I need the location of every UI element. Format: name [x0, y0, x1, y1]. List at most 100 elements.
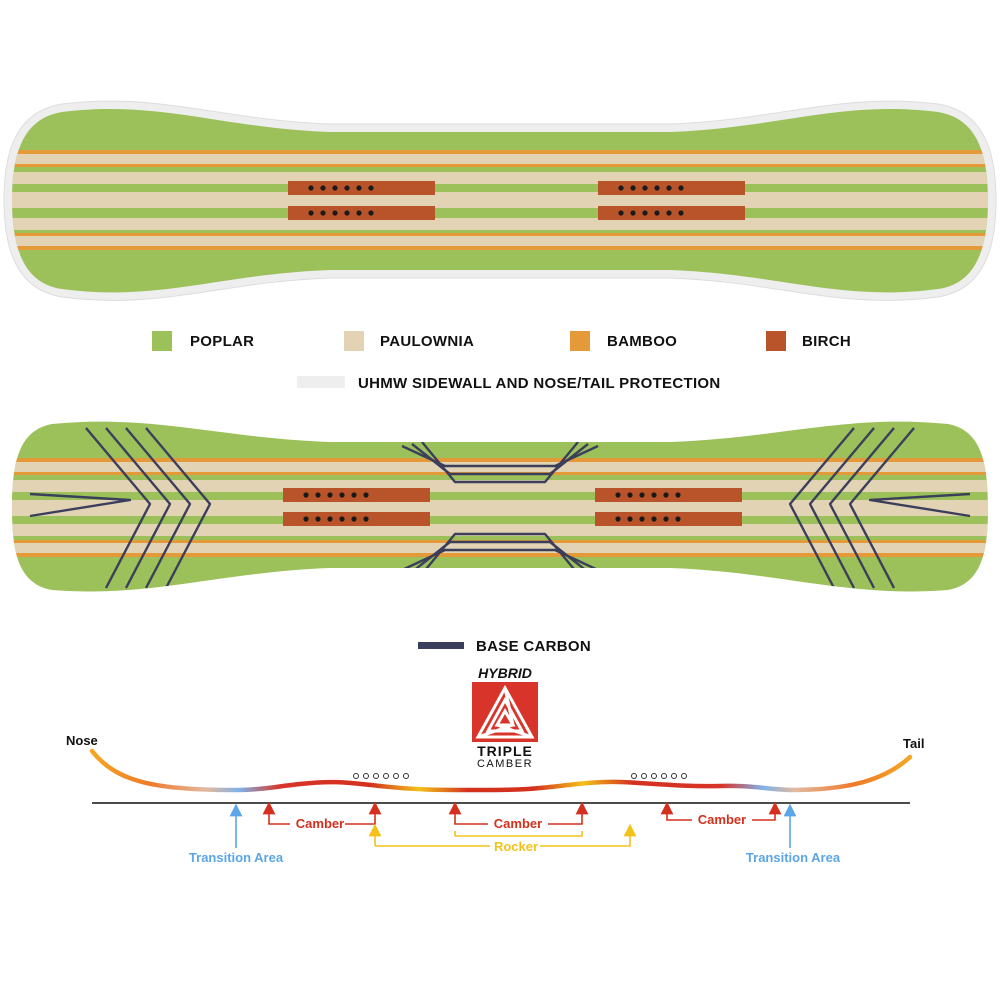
paulownia-stringer — [12, 192, 988, 208]
insert-hole — [344, 210, 350, 216]
insert-hole — [671, 773, 677, 779]
insert-hole — [320, 210, 326, 216]
paulownia-stringer — [12, 218, 988, 230]
insert-hole — [339, 516, 345, 522]
insert-hole — [663, 492, 669, 498]
paulownia-stringer — [12, 154, 988, 164]
insert-hole — [308, 210, 314, 216]
base-carbon-tail-chevrons — [788, 427, 971, 589]
uhmw-swatch — [297, 376, 345, 388]
insert-hole — [332, 185, 338, 191]
base-board — [12, 421, 988, 592]
rocker-label: Rocker — [494, 839, 538, 854]
insert-hole — [368, 210, 374, 216]
insert-hole — [627, 492, 633, 498]
insert-hole — [651, 773, 657, 779]
insert-hole — [627, 516, 633, 522]
insert-hole — [639, 516, 645, 522]
insert-hole — [351, 516, 357, 522]
insert-hole — [615, 516, 621, 522]
paulownia-stringer — [12, 236, 988, 246]
insert-hole — [630, 210, 636, 216]
insert-hole — [339, 492, 345, 498]
nose-label: Nose — [66, 733, 98, 748]
insert-hole — [303, 492, 309, 498]
insert-hole — [681, 773, 687, 779]
insert-hole — [615, 492, 621, 498]
insert-hole — [303, 516, 309, 522]
paulownia-stringer — [12, 500, 988, 516]
bamboo-swatch — [570, 331, 590, 351]
paulownia-stringer — [12, 543, 988, 553]
logo-camber-text: CAMBER — [477, 758, 533, 770]
insert-hole — [393, 773, 399, 779]
paulownia-stringer — [12, 172, 988, 184]
insert-hole — [639, 492, 645, 498]
camber-label-center: Camber — [494, 816, 542, 831]
uhmw-label: UHMW SIDEWALL AND NOSE/TAIL PROTECTION — [358, 375, 721, 392]
insert-hole — [356, 185, 362, 191]
insert-hole — [666, 185, 672, 191]
profile-binding-inserts — [353, 773, 687, 779]
hybrid-triple-camber-logo: HYBRID TRIPLE CAMBER — [472, 665, 538, 770]
bamboo-stringer — [12, 246, 988, 250]
insert-hole — [363, 492, 369, 498]
poplar-swatch — [152, 331, 172, 351]
insert-hole — [315, 516, 321, 522]
tail-label: Tail — [903, 736, 924, 751]
transition-area-label-nose: Transition Area — [189, 850, 284, 865]
insert-hole — [383, 773, 389, 779]
insert-hole — [618, 185, 624, 191]
insert-hole — [651, 492, 657, 498]
insert-hole — [327, 492, 333, 498]
insert-hole — [661, 773, 667, 779]
insert-hole — [368, 185, 374, 191]
insert-hole — [675, 492, 681, 498]
insert-hole — [678, 210, 684, 216]
insert-hole — [327, 516, 333, 522]
insert-hole — [675, 516, 681, 522]
insert-hole — [654, 185, 660, 191]
insert-hole — [320, 185, 326, 191]
material-legend: POPLAR PAULOWNIA BAMBOO BIRCH UHMW SIDEW… — [152, 331, 851, 392]
insert-hole — [631, 773, 637, 779]
camber-label-front: Camber — [296, 816, 344, 831]
triangle-spiral-icon — [475, 684, 535, 739]
base-carbon-center-x — [401, 441, 599, 575]
logo-hybrid-text: HYBRID — [478, 665, 532, 681]
insert-hole — [363, 773, 369, 779]
insert-hole — [351, 492, 357, 498]
base-carbon-swatch — [418, 642, 464, 649]
insert-hole — [642, 210, 648, 216]
insert-hole — [353, 773, 359, 779]
insert-hole — [356, 210, 362, 216]
insert-hole — [403, 773, 409, 779]
insert-hole — [630, 185, 636, 191]
paulownia-stringer — [12, 480, 988, 492]
paulownia-label: PAULOWNIA — [380, 333, 474, 350]
insert-hole — [642, 185, 648, 191]
insert-hole — [308, 185, 314, 191]
binding-inserts — [308, 185, 684, 216]
board-profile-curve — [89, 748, 913, 793]
insert-hole — [373, 773, 379, 779]
bamboo-label: BAMBOO — [607, 333, 677, 350]
logo-triple-text: TRIPLE — [477, 743, 533, 759]
paulownia-swatch — [344, 331, 364, 351]
camber-profile: Nose Tail Transition Area Transition Are… — [66, 733, 924, 865]
insert-hole — [315, 492, 321, 498]
base-carbon-label: BASE CARBON — [476, 638, 591, 655]
bamboo-stringer — [12, 150, 988, 154]
insert-hole — [654, 210, 660, 216]
insert-hole — [332, 210, 338, 216]
insert-hole — [651, 516, 657, 522]
bamboo-stringer — [12, 553, 988, 557]
paulownia-stringer — [12, 524, 988, 536]
base-carbon-legend: BASE CARBON — [418, 638, 591, 655]
insert-hole — [641, 773, 647, 779]
camber-arrows — [262, 801, 782, 825]
bamboo-stringer — [12, 233, 988, 236]
transition-area-label-tail: Transition Area — [746, 850, 841, 865]
rocker-arrows — [368, 823, 637, 847]
